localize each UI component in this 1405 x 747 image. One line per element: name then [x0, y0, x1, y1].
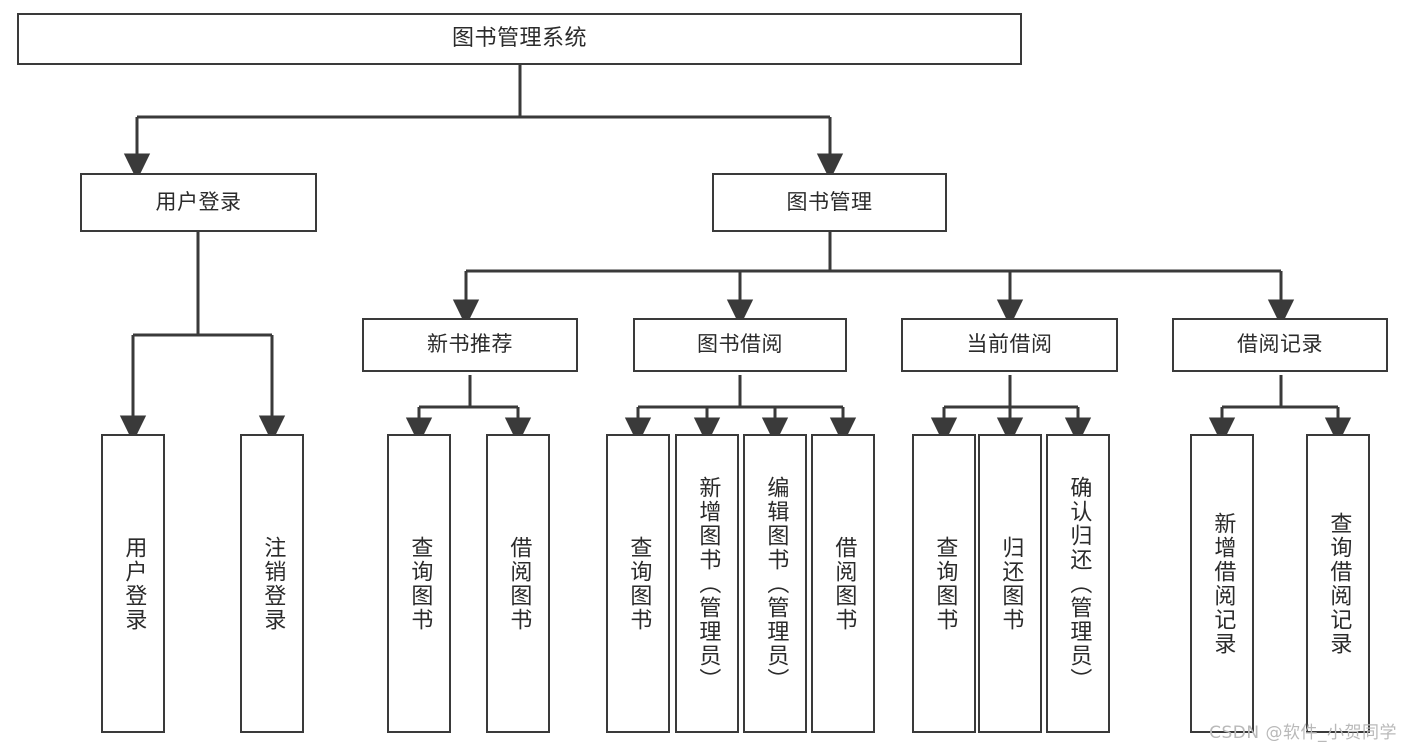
leaf-current-query-book[interactable]: 查询图书	[912, 434, 976, 733]
leaf-borrow-edit-book-admin[interactable]: 编辑图书（管理员）	[743, 434, 807, 733]
node-book-management[interactable]: 图书管理	[712, 173, 947, 232]
node-current-borrow[interactable]: 当前借阅	[901, 318, 1118, 372]
watermark-text: CSDN @软件_小贺同学	[1209, 723, 1397, 743]
leaf-borrow-add-book-admin[interactable]: 新增图书（管理员）	[675, 434, 739, 733]
node-new-book-recommend[interactable]: 新书推荐	[362, 318, 578, 372]
leaf-current-confirm-return-admin[interactable]: 确认归还（管理员）	[1046, 434, 1110, 733]
node-borrow-record[interactable]: 借阅记录	[1172, 318, 1388, 372]
leaf-borrow-query-book[interactable]: 查询图书	[606, 434, 670, 733]
leaf-record-add-record[interactable]: 新增借阅记录	[1190, 434, 1254, 733]
leaf-current-return-book[interactable]: 归还图书	[978, 434, 1042, 733]
leaf-recommend-borrow-book[interactable]: 借阅图书	[486, 434, 550, 733]
leaf-user-login-logout[interactable]: 注销登录	[240, 434, 304, 733]
leaf-recommend-query-book[interactable]: 查询图书	[387, 434, 451, 733]
node-book-borrow[interactable]: 图书借阅	[633, 318, 847, 372]
node-root-system[interactable]: 图书管理系统	[17, 13, 1022, 65]
node-user-login[interactable]: 用户登录	[80, 173, 317, 232]
leaf-record-query-record[interactable]: 查询借阅记录	[1306, 434, 1370, 733]
leaf-borrow-borrow-book[interactable]: 借阅图书	[811, 434, 875, 733]
leaf-user-login-login[interactable]: 用户登录	[101, 434, 165, 733]
